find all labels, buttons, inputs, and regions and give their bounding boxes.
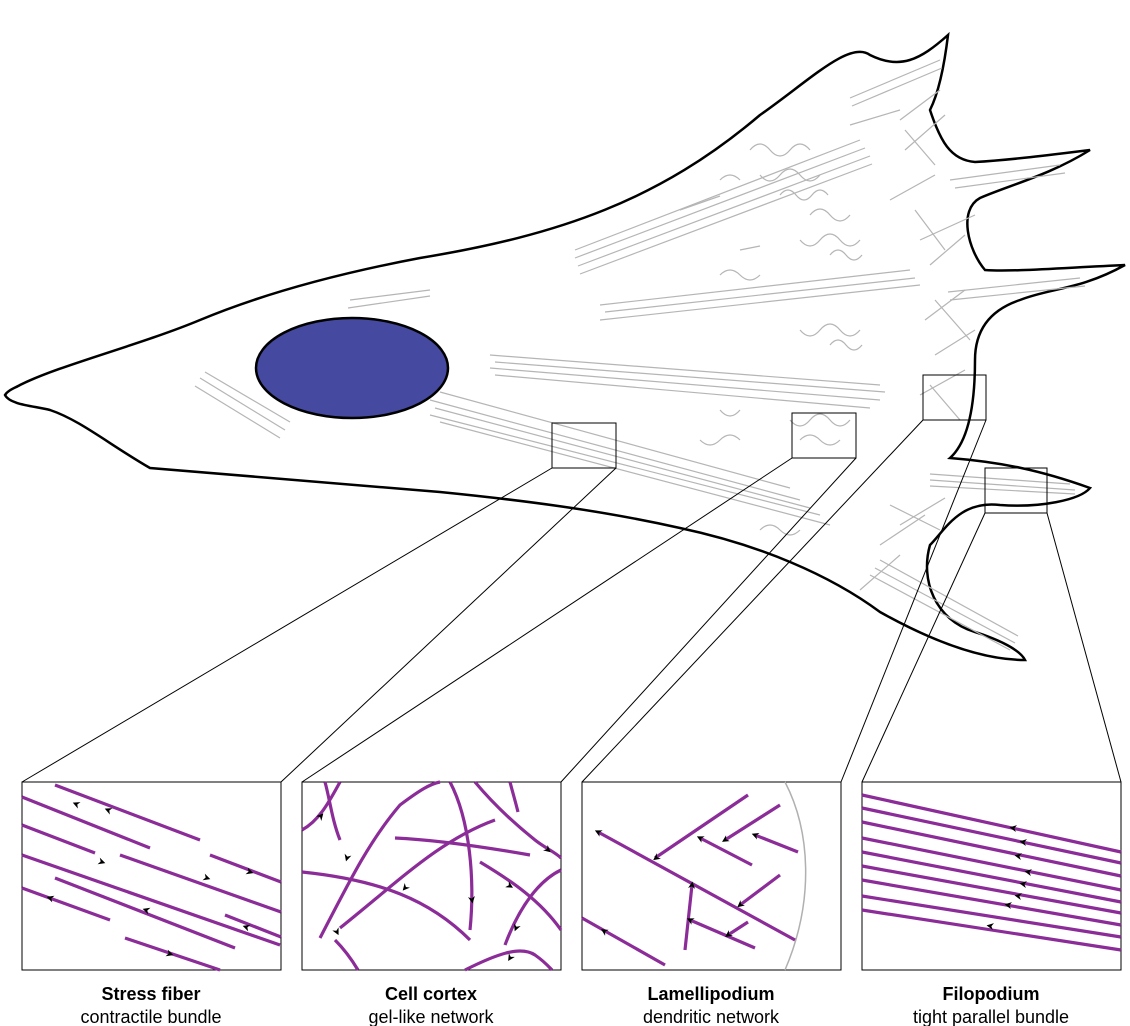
nucleus: [256, 318, 448, 418]
panel-subtitle: tight parallel bundle: [913, 1007, 1069, 1026]
panel-lamellipodium: Lamellipodium dendritic network: [582, 782, 841, 1026]
cell-outline: [5, 35, 1125, 660]
panel-cell-cortex: Cell cortex gel-like network: [302, 782, 561, 1026]
cortex-squiggles: [700, 144, 862, 535]
zoom-box-stress-fiber: [552, 423, 616, 468]
panel-title: Filopodium: [943, 984, 1040, 1004]
panel-title: Cell cortex: [385, 984, 477, 1004]
panel-subtitle: contractile bundle: [80, 1007, 221, 1026]
cell: [5, 35, 1125, 660]
panel-stress-fiber: Stress fiber contractile bundle: [22, 782, 281, 1026]
panel-title: Lamellipodium: [647, 984, 774, 1004]
panel-title: Stress fiber: [101, 984, 200, 1004]
zoom-connectors: [22, 420, 1121, 782]
zoom-box-cell-cortex: [792, 413, 856, 458]
panel-filopodium: Filopodium tight parallel bundle: [862, 782, 1121, 1026]
panel-subtitle: gel-like network: [368, 1007, 494, 1026]
panel-subtitle: dendritic network: [643, 1007, 780, 1026]
panel-frame: [22, 782, 281, 970]
